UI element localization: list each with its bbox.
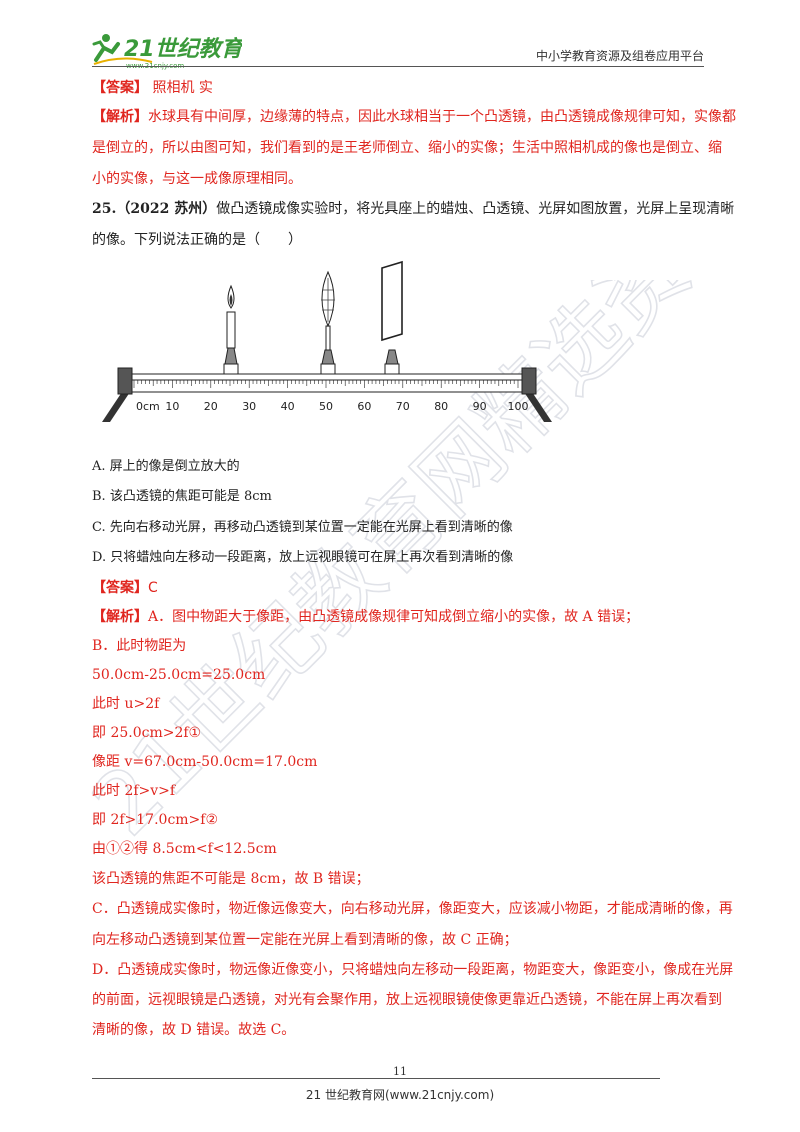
header-divider [92, 66, 704, 67]
footer-text: 21 世纪教育网(www.21cnjy.com) [305, 1088, 495, 1102]
page-number: 11 [393, 1065, 407, 1078]
analysis-line-1: 【解析】A．图中物距大于像距，由凸透镜成像规律可知成倒立缩小的实像，故 A 错误… [92, 609, 640, 625]
scale-label: 0cm [136, 400, 160, 413]
analysis-line-7: 此时 2f>v>f [92, 783, 176, 799]
bench-end-left [117, 367, 133, 395]
scale-label: 90 [473, 400, 487, 413]
question-stem-line-1: 25.（2022 苏州）做凸透镜成像实验时，将光具座上的蜡烛、凸透镜、光屏如图放… [92, 201, 735, 217]
analysis-line-10: 该凸透镜的焦距不可能是 8cm，故 B 错误； [92, 871, 370, 887]
scale-labels: 0cm 10 20 30 40 50 60 70 80 90 100 [136, 400, 529, 413]
scale-label: 50 [319, 400, 333, 413]
analysis-line-12: 向左移动凸透镜到某位置一定能在光屏上看到清晰的像，故 C 正确； [92, 932, 518, 948]
analysis-line-5: 即 25.0cm>2f① [92, 725, 202, 741]
bench-leg-left [102, 392, 130, 422]
scale-label: 30 [242, 400, 256, 413]
scale-label: 100 [508, 400, 529, 413]
option-a: A. 屏上的像是倒立放大的 [92, 459, 240, 474]
scale-label: 20 [204, 400, 218, 413]
analysis-line-9: 由①②得 8.5cm<f<12.5cm [92, 841, 277, 857]
logo-text: 21世纪教育 [124, 36, 242, 62]
prev-answer-text: 照相机 实 [148, 80, 213, 96]
bench-scale [131, 379, 523, 393]
analysis-line-3: 50.0cm-25.0cm=25.0cm [92, 667, 266, 683]
runner-icon [92, 34, 153, 65]
analysis-label: 【解析】 [92, 609, 148, 625]
optical-bench-figure: 0cm 10 20 30 40 50 60 70 80 90 100 [102, 260, 552, 422]
answer-value: C [148, 580, 158, 596]
prev-analysis-line-2: 是倒立的，所以由图可知，我们看到的是王老师倒立、缩小的实像；生活中照相机成的像也… [92, 140, 722, 156]
footer-divider [92, 1078, 660, 1079]
scale-label: 10 [165, 400, 179, 413]
answer-label: 【答案】 [92, 580, 148, 596]
bench-rail-top [131, 373, 523, 381]
question-stem-line-2: 的像。下列说法正确的是（ ） [92, 232, 302, 248]
prev-analysis-line-3: 小的实像，与这一成像原理相同。 [92, 171, 302, 187]
analysis-line-4: 此时 u>2f [92, 696, 160, 712]
convex-lens [320, 270, 336, 375]
option-d: D. 只将蜡烛向左移动一段距离，放上远视眼镜可在屏上再次看到清晰的像 [92, 550, 514, 565]
answer: 【答案】C [92, 578, 158, 598]
header-platform-text: 中小学教育资源及组卷应用平台 [535, 49, 704, 63]
prev-answer: 【答案】 照相机 实 [92, 78, 213, 98]
analysis-line-14: 的前面，远视眼镜是凸透镜，对光有会聚作用，放上远视眼镜使像更靠近凸透镜，不能在屏… [92, 992, 722, 1008]
question-source: （2022 苏州） [116, 201, 217, 217]
scale-label: 70 [396, 400, 410, 413]
analysis-line-8: 即 2f>17.0cm>f② [92, 812, 219, 828]
analysis-line-2: B．此时物距为 [92, 638, 187, 654]
question-number: 25. [92, 201, 117, 217]
candle [223, 284, 239, 375]
option-c: C. 先向右移动光屏，再移动凸透镜到某位置一定能在光屏上看到清晰的像 [92, 520, 513, 535]
light-screen [381, 260, 403, 375]
scale-label: 60 [357, 400, 371, 413]
prev-analysis-line-1: 【解析】水球具有中间厚，边缘薄的特点，因此水球相当于一个凸透镜，由凸透镜成像规律… [92, 109, 736, 125]
analysis-line-6: 像距 v=67.0cm-50.0cm=17.0cm [92, 754, 318, 770]
scale-label: 40 [281, 400, 295, 413]
analysis-line-11: C．凸透镜成实像时，物近像远像变大，向右移动光屏，像距变大，应该减小物距，才能成… [92, 901, 733, 917]
bench-leg-right [524, 392, 552, 422]
scale-label: 80 [434, 400, 448, 413]
option-b: B. 该凸透镜的焦距可能是 8cm [92, 489, 272, 504]
bench-end-right [521, 367, 537, 395]
prev-answer-label: 【答案】 [92, 80, 148, 96]
scale-ticks [133, 380, 519, 388]
analysis-line-15: 清晰的像，故 D 错误。故选 C。 [92, 1022, 296, 1038]
analysis-line-13: D．凸透镜成实像时，物远像近像变小，只将蜡烛向左移动一段距离，物距变大，像距变小… [92, 962, 734, 978]
prev-analysis-label: 【解析】 [92, 109, 148, 125]
